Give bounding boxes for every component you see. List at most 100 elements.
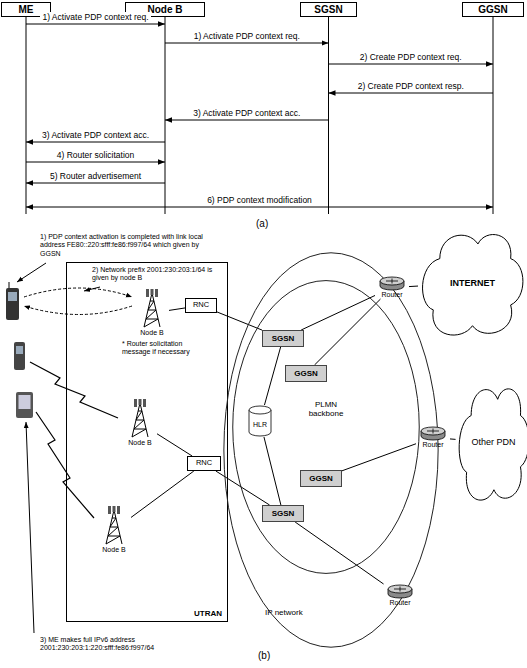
node-label: HLR: [253, 413, 267, 429]
node-label: UTRAN: [194, 609, 222, 618]
message-arrow: [26, 162, 165, 163]
node-label: Other PDN: [471, 437, 515, 447]
icon-part: [380, 277, 404, 285]
rnc-box: RNC: [185, 298, 217, 313]
lifeline: [328, 17, 329, 214]
ggsn-box: GGSN: [285, 365, 327, 382]
leader-line: [84, 287, 100, 291]
message-label: 2) Create PDP context req.: [358, 52, 464, 62]
lifeline: [26, 17, 27, 214]
callout-note: 2) Network prefix 2001:230:203:1/64 is g…: [92, 266, 227, 283]
message-label: 3) Activate PDP context acc.: [191, 108, 302, 118]
message-arrow: [26, 183, 165, 184]
leader-line: [26, 422, 34, 633]
icon-part: [143, 399, 146, 407]
link-line: [217, 312, 262, 330]
antenna-icon: [128, 399, 152, 439]
icon-part: [423, 235, 523, 336]
base-station: Node B: [135, 289, 169, 337]
message-label: 2) Create PDP context resp.: [356, 81, 466, 91]
link-line: [264, 437, 281, 505]
message-label: 1) Activate PDP context req.: [192, 31, 302, 41]
message-arrow: [329, 93, 494, 94]
icon-part: [224, 253, 438, 647]
node-label: GGSN: [294, 369, 318, 378]
icon-part: [459, 389, 527, 500]
callout-note: 1) PDP context activation is completed w…: [40, 233, 212, 258]
antenna-icon: [102, 506, 126, 546]
lifelines: [26, 17, 493, 214]
icon-part: [155, 289, 158, 297]
node-label: INTERNET: [450, 278, 495, 288]
phone-icon: [14, 342, 25, 370]
node-label: RNC: [196, 459, 212, 468]
node-label: IP network: [265, 608, 303, 617]
radio-link: [24, 288, 132, 297]
utran-region: UTRAN Node B RNC Node B Node B RNC: [66, 262, 228, 622]
message-label: 1) Activate PDP context req.: [40, 12, 150, 22]
node-label: PLMN backbone: [300, 400, 352, 418]
rnc-box: RNC: [187, 456, 221, 471]
link-line: [295, 522, 383, 584]
antenna-icon: [140, 289, 164, 329]
plmn-backbone: PLMN backboneSGSNGGSNHLRGGSNSGSN: [232, 280, 420, 574]
icon-part: [249, 406, 271, 414]
icon-part: [427, 429, 439, 434]
phone-body: [14, 342, 25, 370]
link-line: [450, 438, 456, 439]
node-label: Node B: [128, 439, 151, 447]
hlr-database: HLR: [248, 405, 272, 437]
link-line: [157, 434, 192, 456]
pda-body: [16, 392, 33, 418]
icon-part: [117, 506, 120, 514]
part-label: (a): [256, 218, 286, 230]
node-label: GGSN: [478, 4, 507, 16]
message-arrow: [165, 43, 329, 44]
message-arrow: [26, 142, 165, 143]
callout-note: 3) ME makes full IPv6 address 2001:230:2…: [40, 636, 195, 653]
phone-antenna: [9, 282, 10, 288]
router-icon: Router: [416, 426, 450, 449]
message-label: 6) PDP context modification: [205, 195, 314, 205]
icon-part: [134, 399, 137, 407]
node-label: Node B: [140, 329, 163, 337]
icon-part: [233, 281, 419, 574]
node-label: SGSN: [272, 334, 295, 343]
icon-part: [108, 506, 111, 514]
pda-screen: [19, 395, 31, 409]
message-arrow: [165, 120, 329, 121]
link-line: [131, 471, 194, 517]
sgsn-box: SGSN: [262, 505, 304, 522]
link-line: [216, 471, 270, 505]
lifeline: [165, 17, 166, 214]
lifeline: [493, 17, 494, 214]
icon-part: [146, 289, 149, 297]
entity-box: SGSN: [300, 2, 357, 17]
node-label: Node B: [148, 4, 183, 16]
link-line: [315, 299, 381, 365]
node-label: SGSN: [272, 509, 295, 518]
base-station: Node B: [97, 506, 131, 554]
network-cloud: INTERNET: [418, 222, 527, 344]
icon-part: [113, 506, 116, 512]
router-icon: Router: [383, 584, 417, 607]
node-label: SGSN: [314, 4, 342, 16]
icon-part: [394, 587, 406, 592]
message-arrow: [26, 207, 493, 208]
node-label: RNC: [193, 301, 209, 310]
router-symbol: [378, 276, 406, 291]
link-line: [409, 286, 418, 288]
phone-screen: [16, 346, 23, 354]
icon-part: [151, 289, 154, 295]
phone-screen: [8, 292, 17, 301]
link-line: [169, 308, 185, 310]
wireless-bolt: [30, 362, 118, 418]
icon-part: [144, 293, 160, 327]
icon-part: [421, 427, 445, 435]
message-arrow: [26, 24, 165, 25]
leader-line: [17, 263, 46, 282]
message-arrow: [329, 64, 494, 65]
icon-part: [139, 399, 142, 405]
link-line: [264, 347, 280, 405]
